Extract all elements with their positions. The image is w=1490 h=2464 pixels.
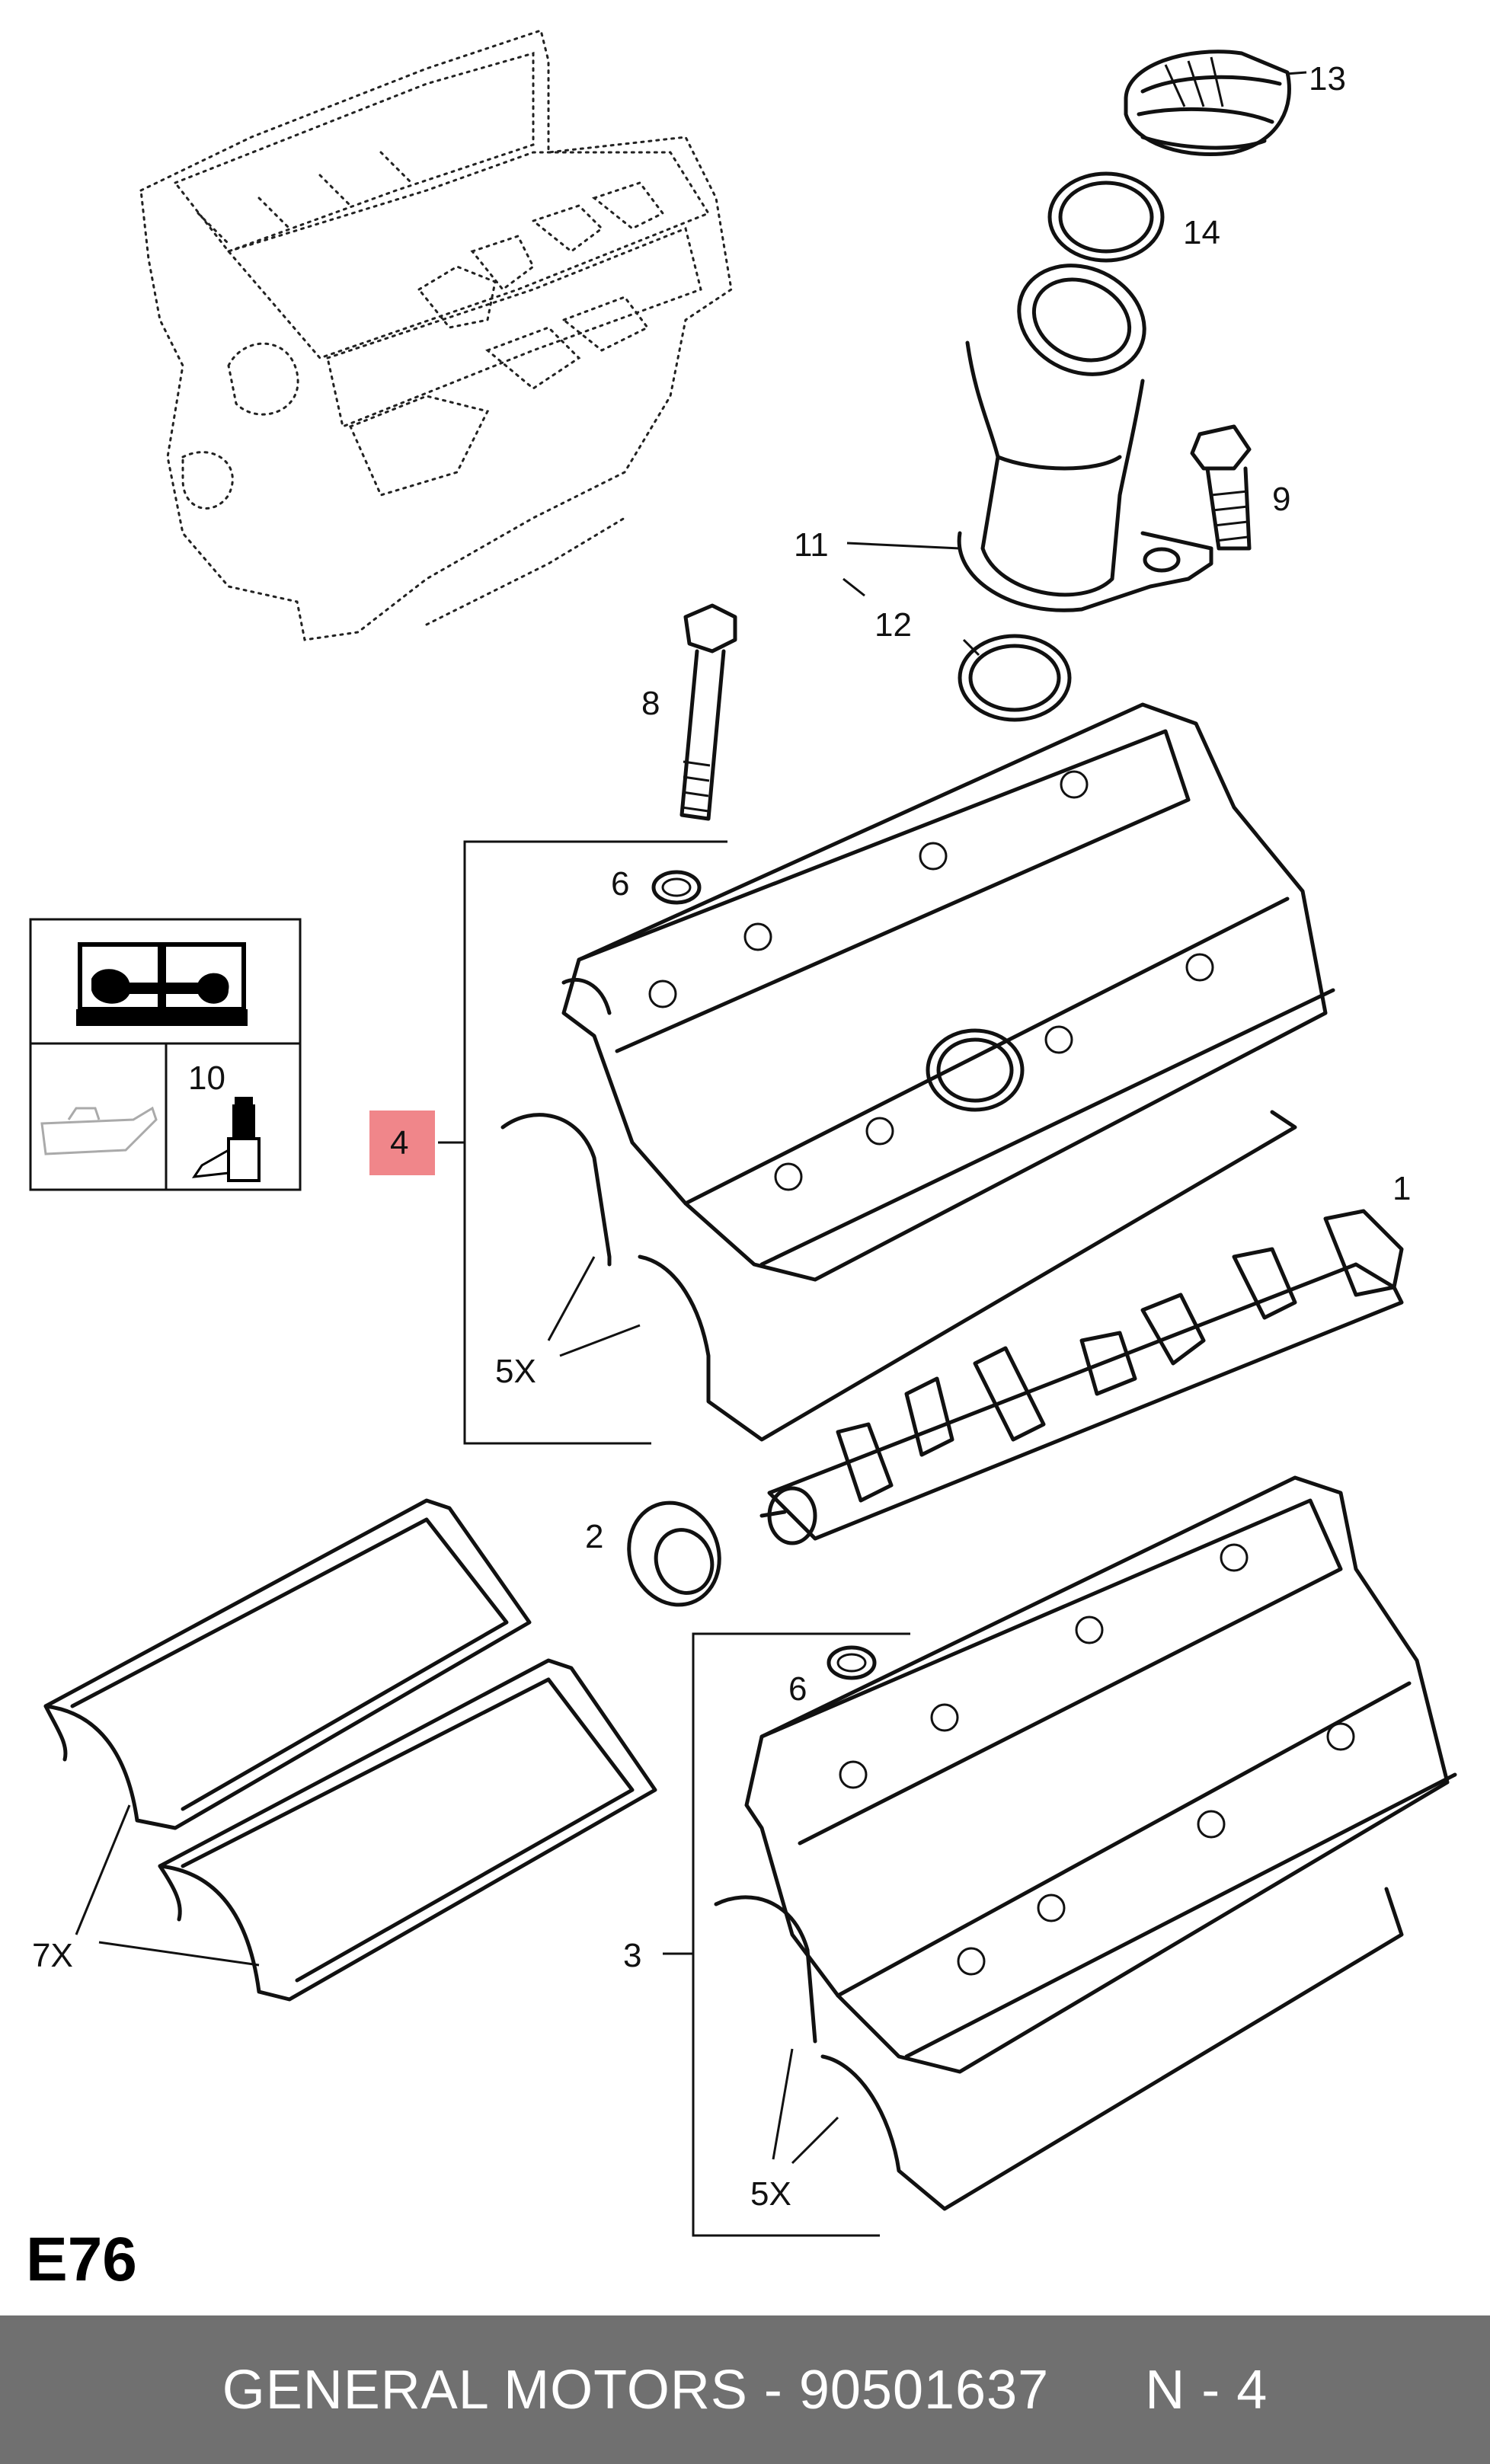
o-ring-14-illustration [1047, 171, 1165, 263]
callout-14: 14 [1183, 214, 1220, 251]
camshaft-illustration [759, 1209, 1404, 1545]
callout-8: 8 [641, 685, 660, 722]
page-code: E76 [26, 2225, 137, 2294]
leader-lines [75, 71, 1307, 2165]
cam-cover-upper-illustration [500, 702, 1335, 1442]
callout-3: 3 [623, 1937, 641, 1974]
seal-2-illustration [627, 1500, 721, 1607]
manual-wrench-icon [76, 942, 248, 1026]
cam-cover-lower-illustration [714, 1475, 1457, 2211]
callout-5x-lower: 5X [750, 2175, 791, 2213]
callout-1: 1 [1392, 1170, 1411, 1207]
callout-4-highlight [369, 1111, 435, 1175]
callout-2: 2 [585, 1518, 603, 1555]
footer-ref: N - 4 [1145, 2359, 1268, 2421]
footer-part-number: 90501637 [798, 2359, 1050, 2421]
footer-brand: GENERAL MOTORS [222, 2359, 748, 2421]
footer-gap [1049, 2359, 1145, 2421]
bolt-9-illustration [1190, 424, 1252, 551]
sealant-tube-icon [191, 1097, 261, 1182]
callout-6-lower: 6 [788, 1670, 807, 1708]
callout-9: 9 [1272, 481, 1290, 518]
engine-block-illustration [139, 29, 733, 641]
oil-filler-cap-illustration [1124, 50, 1291, 156]
oil-can-icon [40, 1106, 158, 1155]
washer-6-lower-illustration [827, 1645, 877, 1680]
callout-4: 4 [390, 1124, 408, 1162]
footer-separator: - [747, 2359, 799, 2421]
gasket-7x-illustration [43, 1498, 657, 2002]
callout-labels: 13 14 9 11 12 8 6 10 4 1 5X 2 6 7X 3 5X [32, 60, 1411, 2213]
bolt-8-illustration [679, 603, 737, 821]
callout-13: 13 [1309, 60, 1346, 97]
bracket-3 [663, 1632, 910, 2237]
o-ring-12-illustration [958, 634, 1072, 722]
callout-12: 12 [874, 606, 912, 644]
callout-10: 10 [188, 1059, 225, 1097]
washer-6-upper-illustration [651, 870, 702, 905]
footer-bar: GENERAL MOTORS - 90501637 N - 4 [0, 2315, 1490, 2464]
callout-5x-upper: 5X [495, 1353, 536, 1390]
callout-7x: 7X [32, 1937, 73, 1974]
legend-box [29, 918, 302, 1191]
bracket-4 [438, 840, 727, 1445]
oil-filler-neck-illustration [957, 264, 1213, 612]
callout-11: 11 [794, 526, 829, 564]
callout-6-upper: 6 [611, 865, 629, 903]
